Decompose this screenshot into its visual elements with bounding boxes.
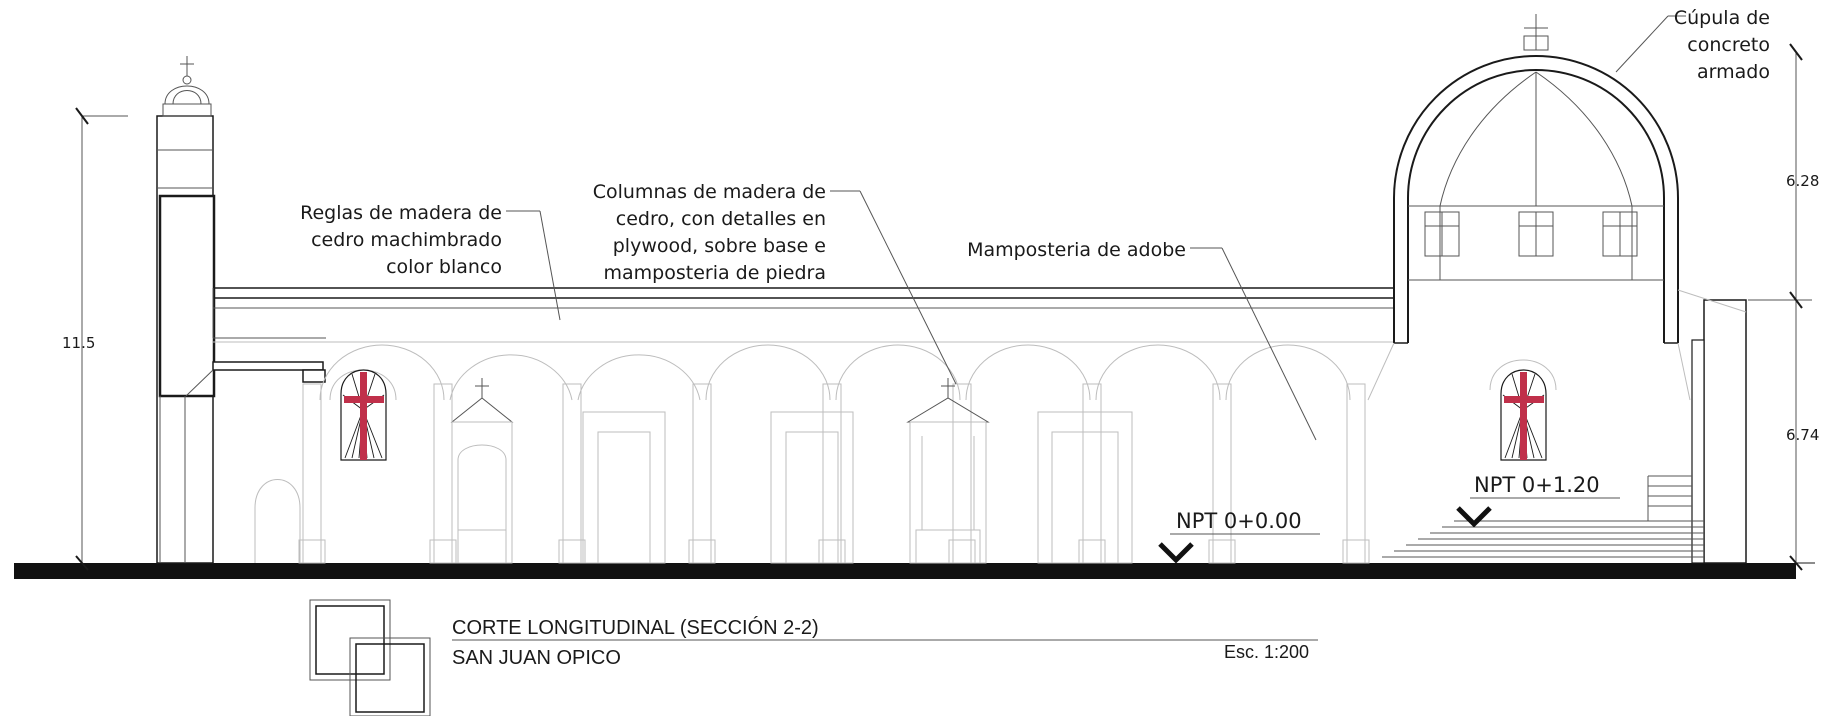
level-marker-nave: NPT 0+0.00 [1158,509,1320,564]
arcade-column [818,383,846,564]
arcade-column [298,383,326,564]
note-cupula-line-1: Cúpula de [1674,7,1770,29]
note-columnas-line-1: Columnas de madera de [593,181,826,203]
presbytery-wing [1367,289,1747,564]
note-reglas-line-3: color blanco [386,256,502,278]
note-columnas-line-2: cedro, con detalles en [616,208,826,230]
drawing-scale: Esc. 1:200 [1224,642,1309,662]
dome-window [1518,211,1554,257]
arcade-column [558,383,586,564]
altar-stairs [1382,475,1704,558]
arcade-column [1078,383,1106,564]
title-block-logo [309,599,431,716]
arcade-column [1342,383,1370,564]
note-mamposteria: Mamposteria de adobe [967,239,1317,441]
bell-tower [156,56,216,564]
title-block: CORTE LONGITUDINAL (SECCIÓN 2-2) SAN JUA… [309,599,1318,716]
side-doorway [1037,411,1133,564]
dim-lower-label: 6.74 [1786,426,1819,444]
dome-window [1424,211,1460,257]
dome-window [1602,211,1638,257]
section-title: CORTE LONGITUDINAL (SECCIÓN 2-2) [452,616,819,639]
side-doorway [770,411,854,564]
npt-nave-label: NPT 0+0.00 [1176,509,1302,533]
arcade-column [688,383,716,564]
note-columnas-line-3: plywood, sobre base e [613,235,826,257]
side-altar-right [906,378,990,564]
dim-upper-label: 6.28 [1786,172,1819,190]
dimension-total-height: 11.5 [62,107,128,571]
ground-slab [14,563,1796,579]
stained-glass-window-left [329,369,397,461]
nave-roof [212,287,1393,343]
note-columnas: Columnas de madera de cedro, con detalle… [593,181,957,385]
note-reglas-line-2: cedro machimbrado [311,229,502,251]
section-subtitle: SAN JUAN OPICO [452,647,621,669]
note-reglas-line-1: Reglas de madera de [300,202,502,224]
left-porch [185,337,326,563]
stained-glass-window-right [1489,359,1557,461]
note-reglas: Reglas de madera de cedro machimbrado co… [300,202,561,321]
dimension-right: 6.28 6.74 [1748,43,1819,571]
tower-crown-ornament [162,56,212,117]
note-cupula-line-3: armado [1697,61,1770,83]
side-doorway [582,411,666,564]
nave-arcade [298,344,1370,564]
dome [1393,14,1679,344]
note-mamposteria-text: Mamposteria de adobe [967,239,1186,261]
arcade-column [1208,383,1236,564]
dim-total-height-label: 11.5 [62,334,95,352]
note-cupula: Cúpula de concreto armado [1615,7,1770,83]
level-marker-presbiterio: NPT 0+1.20 [1456,473,1620,528]
arcade-column [948,383,976,564]
note-cupula-line-2: concreto [1687,34,1770,56]
npt-presbiterio-label: NPT 0+1.20 [1474,473,1600,497]
note-columnas-line-4: mamposteria de piedra [604,262,827,284]
side-altar-left [450,378,514,564]
